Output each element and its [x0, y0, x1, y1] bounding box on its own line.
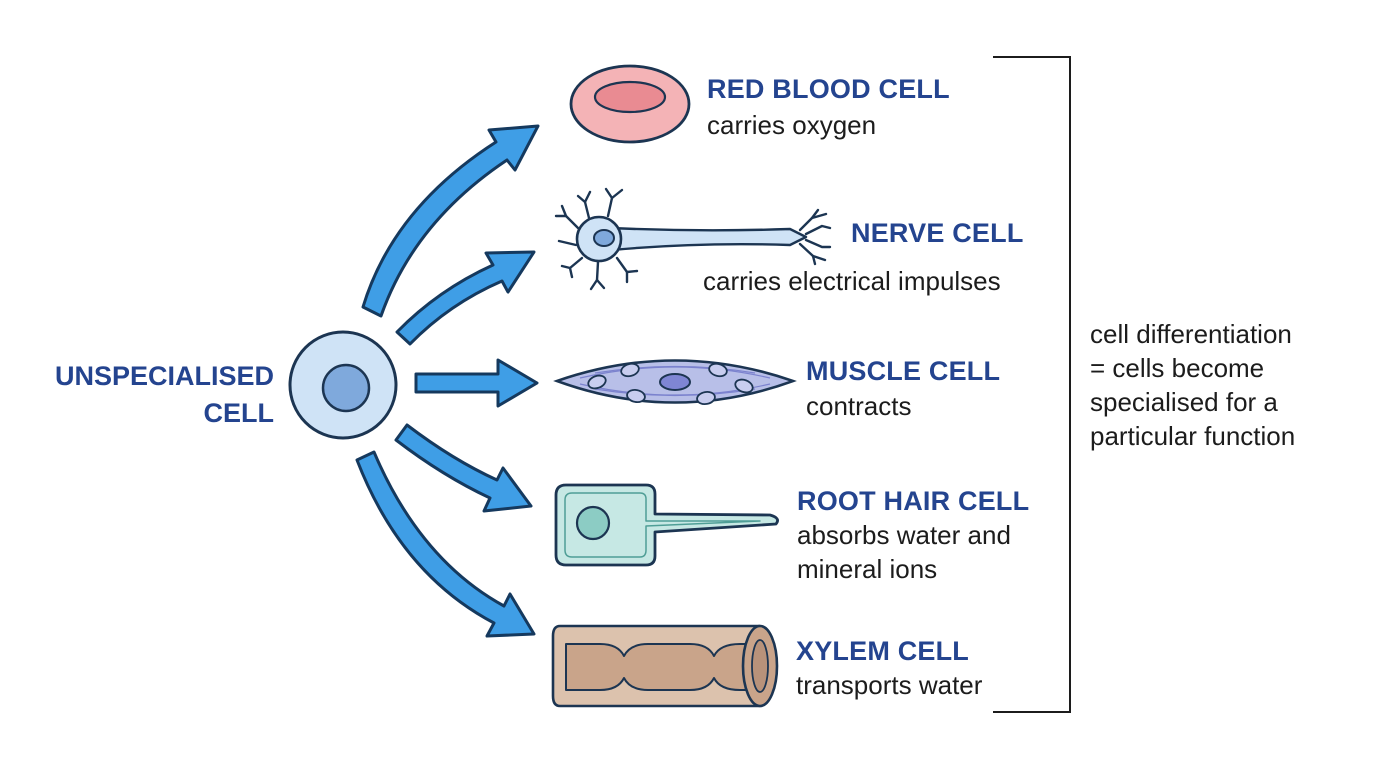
arrow-to-red-blood-cell	[361, 124, 540, 318]
xylem-cell-description: transports water	[796, 670, 983, 700]
nerve-cell-description: carries electrical impulses	[703, 266, 1001, 296]
unspecialised-cell-icon	[288, 330, 398, 440]
grouping-bracket	[993, 56, 1071, 713]
definition-note-line2: = cells become	[1090, 353, 1265, 383]
xylem-cell-title: XYLEM CELL	[796, 636, 970, 666]
red-blood-cell-title: RED BLOOD CELL	[707, 74, 950, 104]
root-hair-cell-title: ROOT HAIR CELL	[797, 486, 1030, 516]
root-hair-cell-description-line2: mineral ions	[797, 554, 938, 584]
unspecialised-cell-label-line1: UNSPECIALISED	[54, 361, 274, 391]
red-blood-cell-description: carries oxygen	[707, 110, 877, 140]
nerve-cell-title: NERVE CELL	[851, 218, 1024, 248]
definition-note-line4: particular function	[1090, 421, 1296, 451]
root-hair-cell-description-line1: absorbs water and	[797, 520, 1011, 550]
unspecialised-cell-label-line2: CELL	[203, 398, 275, 428]
unspecialised-cell-label: UNSPECIALISED CELL	[42, 358, 274, 432]
nerve-cell-icon	[554, 187, 832, 291]
arrow-to-muscle-cell	[414, 358, 539, 408]
root-hair-cell-icon	[554, 483, 779, 567]
muscle-cell-description: contracts	[806, 391, 912, 421]
red-blood-cell-icon	[569, 64, 691, 144]
definition-note: cell differentiation = cells become spec…	[1090, 317, 1295, 453]
definition-note-line3: specialised for a	[1090, 387, 1278, 417]
muscle-cell-icon	[553, 359, 797, 406]
arrow-to-xylem-cell	[355, 450, 536, 638]
arrow-to-root-hair-cell	[394, 423, 533, 513]
arrow-to-nerve-cell	[395, 250, 536, 346]
definition-note-line1: cell differentiation	[1090, 319, 1292, 349]
xylem-cell-icon	[551, 624, 779, 708]
muscle-cell-title: MUSCLE CELL	[806, 356, 1001, 386]
